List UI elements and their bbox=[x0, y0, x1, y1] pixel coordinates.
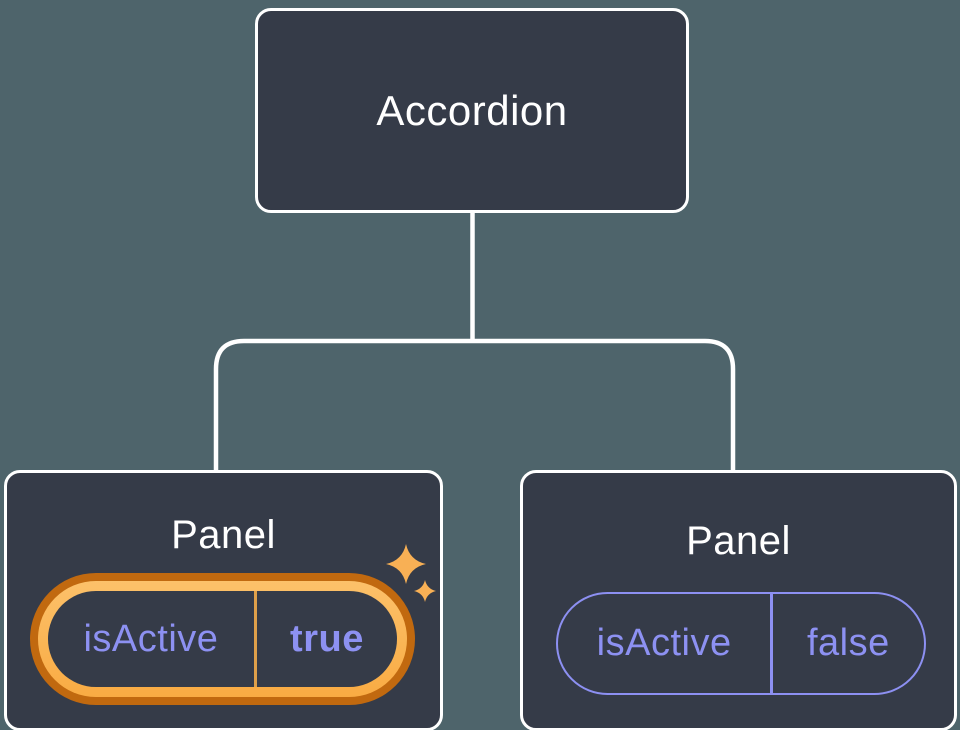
state-pill-gold-ring: isActive true bbox=[38, 581, 407, 697]
pill-divider-purple bbox=[770, 594, 773, 693]
state-pill-inactive: isActive false bbox=[556, 592, 926, 695]
pill-divider-gold bbox=[253, 591, 257, 687]
state-pill-active: isActive true bbox=[48, 591, 397, 687]
node-accordion-label: Accordion bbox=[376, 86, 568, 134]
node-panel-active: Panel isActive true bbox=[4, 470, 443, 731]
state-pill-active-highlight: isActive true bbox=[30, 573, 415, 705]
node-panel-inactive-label: Panel bbox=[686, 519, 791, 563]
node-accordion: Accordion bbox=[255, 8, 689, 213]
bottom-edge-strip bbox=[0, 730, 960, 734]
node-panel-inactive: Panel isActive false bbox=[520, 470, 957, 731]
prop-name-inactive: isActive bbox=[596, 622, 732, 664]
node-panel-active-label: Panel bbox=[171, 513, 276, 557]
prop-value-inactive: false bbox=[806, 622, 890, 664]
prop-name-active: isActive bbox=[83, 617, 219, 660]
prop-value-active: true bbox=[290, 617, 364, 660]
